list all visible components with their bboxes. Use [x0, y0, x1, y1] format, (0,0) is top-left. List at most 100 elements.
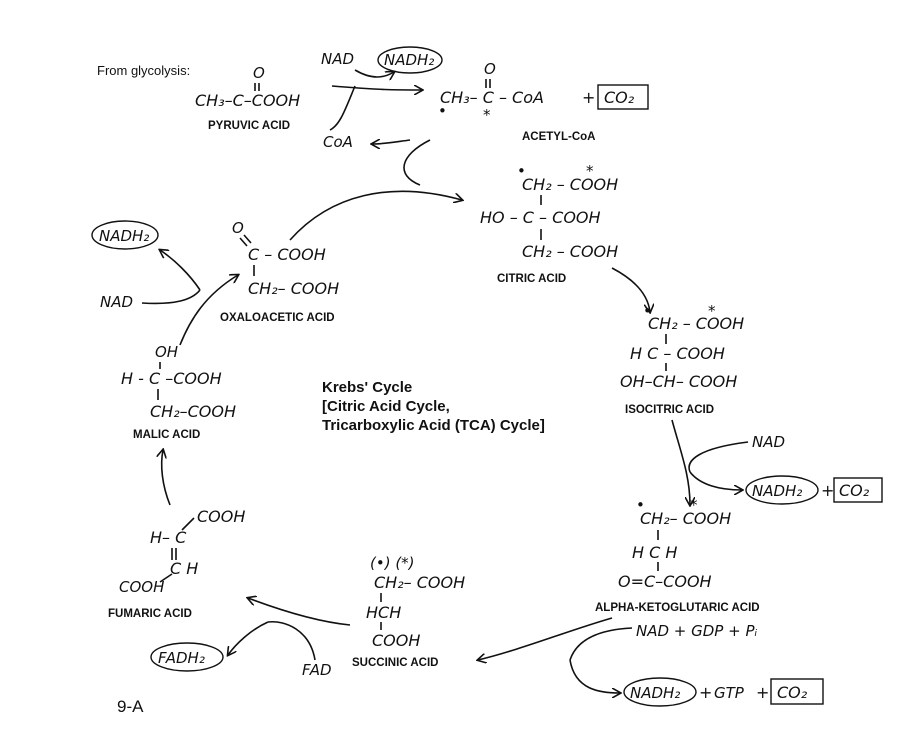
citric-line2: HO – C – COOH: [480, 208, 601, 227]
alpha-ketoglutaric-acid: CH₂– COOH • * H C H O=C–COOH ALPHA-KETOG…: [595, 496, 760, 614]
coa-label: CoA: [323, 133, 353, 151]
acetyl-plus: +: [582, 88, 595, 107]
arrow-akg-to-succinic: [478, 617, 613, 660]
arrow-to-nadh2-bottom: [569, 659, 620, 693]
fad: FAD: [302, 661, 332, 679]
akg-line3: O=C–COOH: [618, 572, 712, 591]
acetyl-coa: O CH₃– C – CoA • * + CO₂ ACETYL-CoA: [438, 60, 649, 143]
fumaric-acid: COOH H– C C H COOH FUMARIC ACID: [108, 507, 245, 620]
oxalo-double-1: [239, 237, 248, 247]
acetyl-label: ACETYL-CoA: [522, 131, 595, 143]
nadh2-left-oval: [91, 220, 159, 250]
arrow-to-nadh2-left: [160, 250, 201, 291]
arrow-isocitric-to-akg: [671, 419, 690, 505]
succinic-line3: COOH: [372, 631, 420, 650]
akg-label: ALPHA-KETOGLUTARIC ACID: [595, 602, 760, 614]
fumaric-bond-bottom: [159, 573, 173, 583]
nadh2-right-oval: [745, 475, 819, 505]
acetyl-formula-carbonyl: O: [484, 60, 496, 78]
arrow-oxalo-to-citric: [289, 190, 462, 241]
co2-bottom-box: [770, 678, 824, 705]
citric-line1: CH₂ – COOH: [522, 175, 618, 194]
gtp: GTP: [714, 684, 745, 702]
malic-line3: CH₂–COOH: [150, 402, 236, 421]
title-line1: Krebs' Cycle: [322, 379, 412, 396]
co2-bottom: CO₂: [777, 683, 808, 702]
citric-label: CITRIC ACID: [497, 273, 566, 285]
intro-text: From glycolysis:: [97, 63, 190, 78]
akg-star: *: [690, 496, 698, 514]
nad-top: NAD: [321, 50, 354, 68]
nadh2-top-oval: [377, 46, 443, 74]
oxalo-label: OXALOACETIC ACID: [220, 312, 335, 324]
pyruvic-formula-main: CH₃–C–COOH: [195, 91, 300, 110]
arrow-to-fadh2: [228, 621, 269, 655]
nadh2-left: NADH₂: [99, 227, 149, 245]
akg-line1: CH₂– COOH: [640, 509, 731, 528]
nadh2-top: NADH₂: [384, 51, 434, 69]
oxalo-double-2: [243, 234, 252, 244]
arrow-malic-to-oxalo: [179, 275, 238, 346]
arrow-succinic-to-fumaric: [248, 598, 351, 626]
nad-right: NAD: [752, 433, 785, 451]
succinic-line1: CH₂– COOH: [374, 573, 465, 592]
coa-branch: [329, 85, 356, 131]
acetyl-formula-main: CH₃– C – CoA: [440, 88, 544, 107]
pyruvic-formula-carbonyl: O: [253, 64, 265, 82]
co2-right: CO₂: [839, 481, 870, 500]
citric-line3: CH₂ – COOH: [522, 242, 618, 261]
akg-line2: H C H: [632, 543, 677, 562]
malic-oh: OH: [155, 343, 178, 361]
citric-dot: •: [517, 162, 526, 180]
cycle-title: Krebs' Cycle [Citric Acid Cycle, Tricarb…: [322, 379, 545, 434]
isocitric-line3: OH–CH– COOH: [620, 372, 737, 391]
isocitric-line2: H C – COOH: [630, 344, 725, 363]
plus-bottom-1: +: [699, 683, 712, 702]
isocitric-star: *: [708, 302, 716, 320]
succinic-markers: (•) (*): [370, 554, 415, 572]
arrow-acetyl-down: [403, 139, 431, 186]
figure-id: 9-A: [117, 697, 144, 716]
arrow-pyruvic-to-acetyl: [331, 86, 422, 90]
oxalo-line2: C – COOH: [248, 245, 326, 264]
isocitric-acid: CH₂ – COOH • * H C – COOH OH–CH– COOH IS…: [620, 302, 744, 416]
fumaric-bond-top: [181, 517, 195, 531]
fad-curve: [267, 620, 316, 661]
fumaric-ch: C H: [170, 559, 198, 578]
malic-acid: OH H - C –COOH CH₂–COOH MALIC ACID: [121, 343, 236, 441]
nad-left: NAD: [100, 293, 133, 311]
pyruvic-label: PYRUVIC ACID: [208, 120, 290, 132]
fadh2: FADH₂: [158, 649, 205, 667]
pyruvic-acid: O CH₃–C–COOH PYRUVIC ACID: [195, 64, 300, 132]
malic-label: MALIC ACID: [133, 429, 200, 441]
fumaric-cooh-bottom: COOH: [119, 578, 164, 596]
nad-left-curve: [141, 289, 201, 305]
isocitric-label: ISOCITRIC ACID: [625, 404, 714, 416]
co2-top-box: [597, 84, 649, 110]
plus-bottom-2: +: [756, 683, 769, 702]
citric-acid: CH₂ – COOH • * HO – C – COOH CH₂ – COOH …: [480, 162, 618, 285]
oxaloacetic-acid: O C – COOH CH₂– COOH OXALOACETIC ACID: [220, 219, 339, 324]
co2-top: CO₂: [604, 88, 635, 107]
citric-star: *: [586, 162, 594, 180]
acetyl-star: *: [483, 106, 491, 124]
title-line2: [Citric Acid Cycle,: [322, 398, 450, 415]
fumaric-label: FUMARIC ACID: [108, 608, 192, 620]
arrow-fumaric-to-malic: [162, 450, 171, 506]
oxalo-o: O: [232, 219, 244, 237]
arrow-nad-to-nadh2-top: [354, 69, 394, 77]
fumaric-hc: H– C: [150, 528, 187, 547]
succinic-line2: HCH: [366, 603, 401, 622]
plus-right: +: [821, 481, 834, 500]
nad-right-curve: [688, 441, 749, 473]
isocitric-line1: CH₂ – COOH: [648, 314, 744, 333]
akg-dot: •: [636, 496, 645, 514]
nad-gdp-curve: [569, 627, 633, 661]
oxalo-line3: CH₂– COOH: [248, 279, 339, 298]
title-line3: Tricarboxylic Acid (TCA) Cycle]: [322, 417, 545, 434]
nad-gdp-pi: NAD + GDP + Pᵢ: [636, 622, 758, 640]
isocitric-dot: •: [643, 302, 652, 320]
acetyl-dot: •: [438, 102, 447, 120]
succinic-label: SUCCINIC ACID: [352, 657, 438, 669]
